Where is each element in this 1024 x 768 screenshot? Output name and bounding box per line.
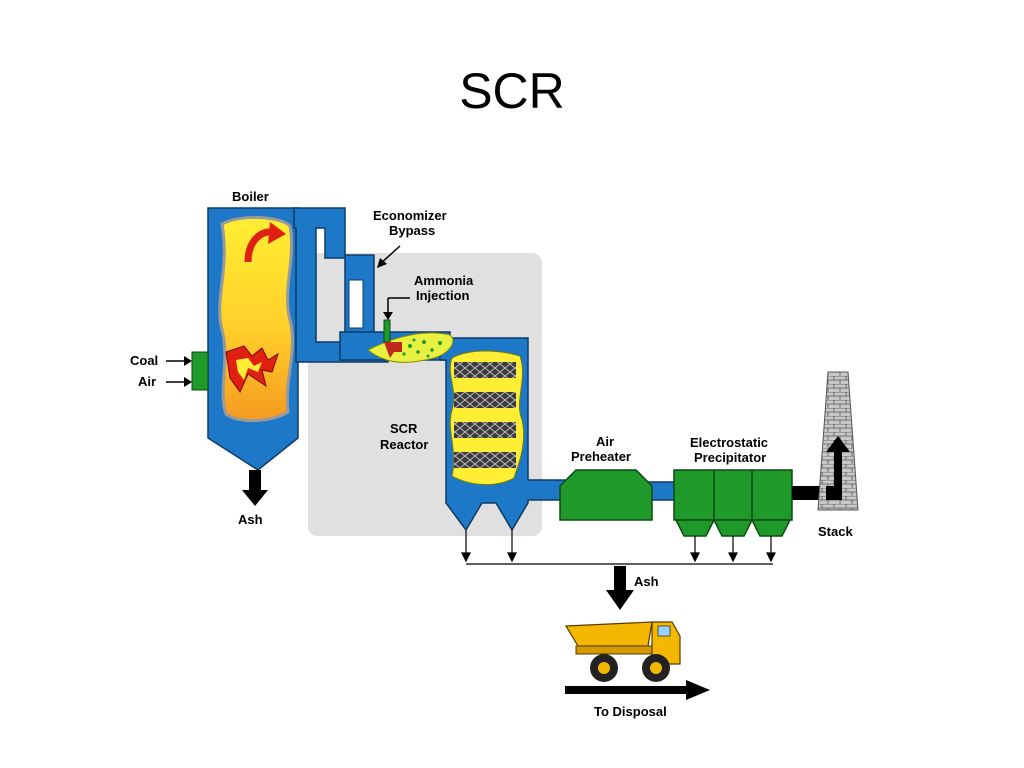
label-air: Air (138, 374, 156, 389)
label-ash-boiler: Ash (238, 512, 263, 527)
burner-windbox (191, 351, 209, 391)
burner-flames-core (236, 358, 262, 380)
ammonia-droplets (402, 338, 442, 358)
label-air-preheater-2: Preheater (571, 449, 631, 464)
label-reactor: Reactor (380, 437, 428, 452)
slide-title: SCR (459, 63, 565, 119)
label-ash-main: Ash (634, 574, 659, 589)
label-boiler: Boiler (232, 189, 269, 204)
to-disposal-arrow (565, 680, 710, 700)
stack-duct (792, 486, 826, 500)
stack-flow-arrow (826, 436, 850, 500)
main-ash-arrow (606, 566, 634, 610)
label-coal: Coal (130, 353, 158, 368)
air-preheater (559, 469, 653, 521)
label-ammonia: Ammonia (414, 273, 474, 288)
ash-collection-lines (461, 530, 776, 565)
boiler-ash-arrow (242, 470, 268, 506)
label-to-disposal: To Disposal (594, 704, 667, 719)
boiler-flow-arrowhead (268, 222, 286, 244)
label-air-preheater-1: Air (596, 434, 614, 449)
ammonia-injection-nozzle (383, 319, 391, 343)
label-bypass: Bypass (389, 223, 435, 238)
label-scr: SCR (390, 421, 418, 436)
scr-catalyst-bed (449, 350, 525, 486)
label-electrostatic: Electrostatic (690, 435, 768, 450)
label-stack: Stack (818, 524, 853, 539)
boiler-fireball (218, 215, 294, 423)
electrostatic-precipitator (673, 469, 793, 537)
dump-truck (564, 621, 681, 682)
label-economizer: Economizer (373, 208, 447, 223)
label-precipitator: Precipitator (694, 450, 766, 465)
bypass-inner (348, 279, 364, 329)
label-injection: Injection (416, 288, 470, 303)
